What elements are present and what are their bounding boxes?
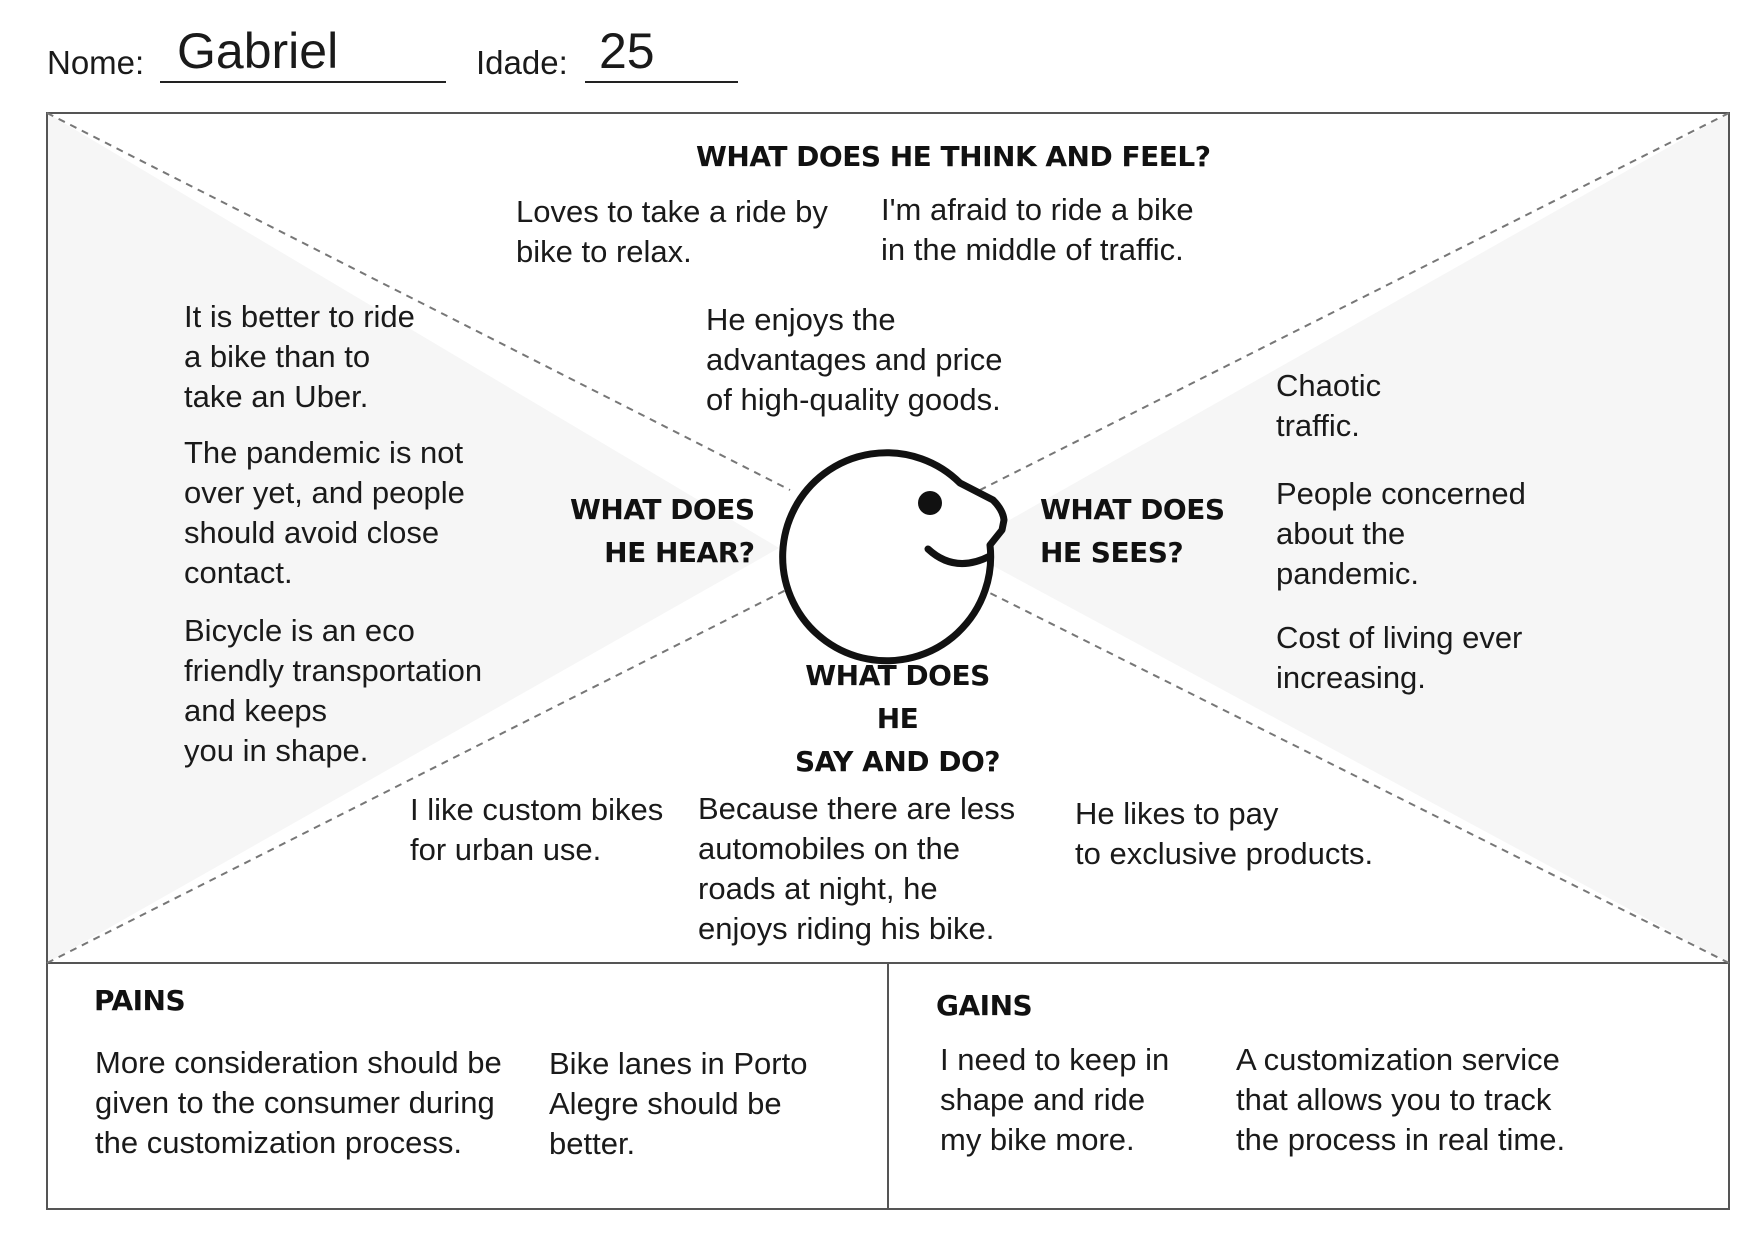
diagonal-top-right xyxy=(979,112,1730,491)
hear-heading: WHAT DOES HE HEAR? xyxy=(570,493,755,569)
name-value[interactable]: Gabriel xyxy=(177,23,339,79)
see-heading: WHAT DOES HE SEES? xyxy=(1040,493,1225,569)
smiling-head-profile-icon xyxy=(779,449,1008,665)
age-label: Idade: xyxy=(476,44,568,81)
think-feel-heading: WHAT DOES HE THINK AND FEEL? xyxy=(696,140,1211,173)
age-underline xyxy=(585,81,738,83)
pains-note: Bike lanes in Porto Alegre should be bet… xyxy=(549,1046,808,1161)
say-do-note: He likes to pay to exclusive products. xyxy=(1075,796,1374,871)
pains-title: PAINS xyxy=(94,984,186,1017)
diagonal-bottom-right xyxy=(979,587,1730,964)
pains-note: More consideration should be given to th… xyxy=(95,1045,502,1160)
see-note: Cost of living ever increasing. xyxy=(1276,620,1523,695)
gains-note: I need to keep in shape and ride my bike… xyxy=(940,1042,1170,1157)
see-zone xyxy=(960,113,1729,963)
think-feel-note: I'm afraid to ride a bike in the middle … xyxy=(881,192,1194,267)
hear-zone xyxy=(47,113,779,963)
say-do-note: Because there are less automobiles on th… xyxy=(698,791,1016,946)
say-do-note: I like custom bikes for urban use. xyxy=(410,792,664,867)
diagonal-bottom-left xyxy=(46,587,791,964)
think-feel-note: Loves to take a ride by bike to relax. xyxy=(516,194,828,269)
hear-note: Bicycle is an eco friendly transportatio… xyxy=(184,613,483,768)
name-underline xyxy=(160,81,446,83)
see-note: People concerned about the pandemic. xyxy=(1276,476,1526,591)
diagonal-top-left xyxy=(46,112,791,491)
age-value[interactable]: 25 xyxy=(599,23,655,79)
gains-title: GAINS xyxy=(936,989,1033,1022)
say-do-heading: WHAT DOES HE SAY AND DO? xyxy=(794,659,1001,778)
hear-note: The pandemic is not over yet, and people… xyxy=(184,435,465,590)
hear-note: It is better to ride a bike than to take… xyxy=(184,299,415,414)
name-label: Nome: xyxy=(47,44,145,81)
see-note: Chaotic traffic. xyxy=(1276,368,1382,443)
gains-note: A customization service that allows you … xyxy=(1236,1042,1566,1157)
think-feel-note: He enjoys the advantages and price of hi… xyxy=(706,302,1003,417)
